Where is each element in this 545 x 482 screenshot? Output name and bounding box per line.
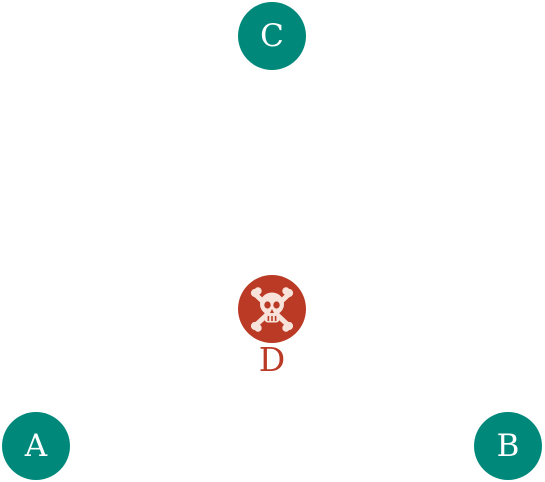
node-a-label: A	[24, 428, 48, 464]
node-d[interactable]	[238, 275, 306, 343]
node-c[interactable]: C	[238, 2, 306, 70]
node-a[interactable]: A	[2, 412, 70, 480]
skull-crossbones-icon	[247, 284, 297, 334]
node-b[interactable]: B	[474, 412, 542, 480]
node-b-label: B	[496, 428, 520, 464]
node-d-label: D	[258, 340, 286, 379]
node-c-label: C	[260, 18, 284, 54]
